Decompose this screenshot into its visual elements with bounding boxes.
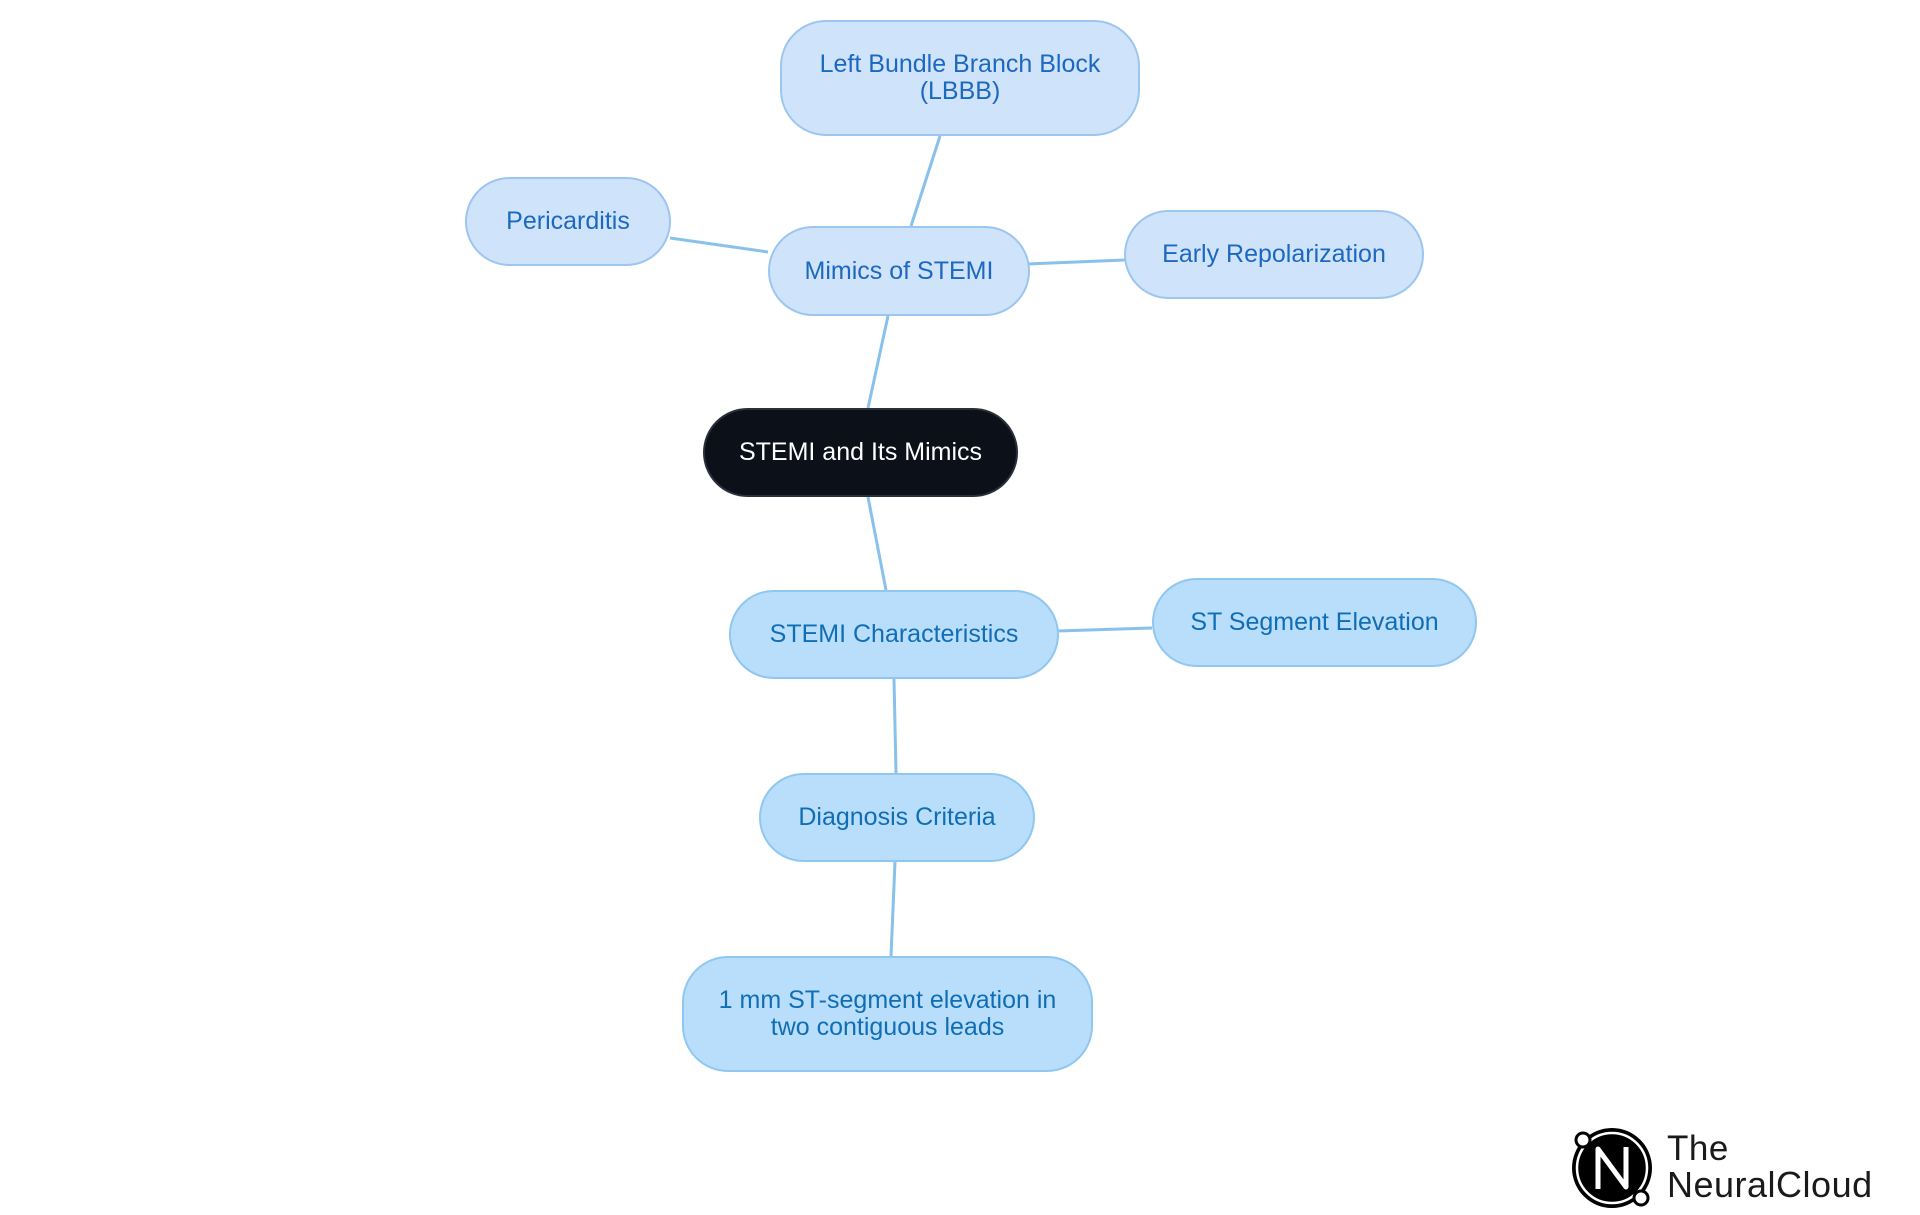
edge-root-characteristics [866, 496, 888, 591]
pericarditis-node-label: Pericarditis [506, 207, 630, 235]
pericarditis-node[interactable]: Pericarditis [465, 177, 671, 266]
edge-diagnosis-criterion [889, 861, 897, 957]
logo-wordmark: The NeuralCloud [1667, 1131, 1873, 1203]
neuralcloud-logo: The NeuralCloud [1560, 1123, 1900, 1213]
criterion-node-label: 1 mm ST-segment elevation in two contigu… [718, 986, 1057, 1041]
diagnosis-criteria-node[interactable]: Diagnosis Criteria [759, 773, 1035, 862]
edge-characteristics-stelevation [1056, 626, 1153, 633]
neuralcloud-n-icon [1572, 1128, 1652, 1208]
characteristics-node-label: STEMI Characteristics [769, 620, 1019, 648]
st-elevation-node[interactable]: ST Segment Elevation [1152, 578, 1477, 667]
mimics-node-label: Mimics of STEMI [804, 256, 994, 285]
lbbb-node-label: Left Bundle Branch Block (LBBB) [819, 50, 1101, 105]
lbbb-node[interactable]: Left Bundle Branch Block (LBBB) [780, 20, 1140, 136]
edge-mimics-earlyrepol [1026, 258, 1126, 266]
edge-root-mimics [866, 315, 890, 409]
edge-mimics-pericarditis [669, 236, 769, 254]
edge-mimics-lbbb [909, 135, 942, 227]
mimics-node[interactable]: Mimics of STEMI [768, 226, 1030, 316]
root-node[interactable]: STEMI and Its Mimics [703, 408, 1018, 497]
logo-line-the: The [1667, 1129, 1729, 1168]
characteristics-node[interactable]: STEMI Characteristics [729, 590, 1059, 679]
early-repolarization-node[interactable]: Early Repolarization [1124, 210, 1424, 299]
criterion-node[interactable]: 1 mm ST-segment elevation in two contigu… [682, 956, 1093, 1072]
root-node-label: STEMI and Its Mimics [738, 438, 983, 466]
st-elevation-node-label: ST Segment Elevation [1190, 608, 1439, 636]
logo-line-name: NeuralCloud [1667, 1164, 1873, 1205]
early-repolarization-node-label: Early Repolarization [1162, 240, 1386, 268]
edge-characteristics-diagnosis [892, 678, 898, 774]
diagnosis-criteria-node-label: Diagnosis Criteria [798, 803, 996, 831]
